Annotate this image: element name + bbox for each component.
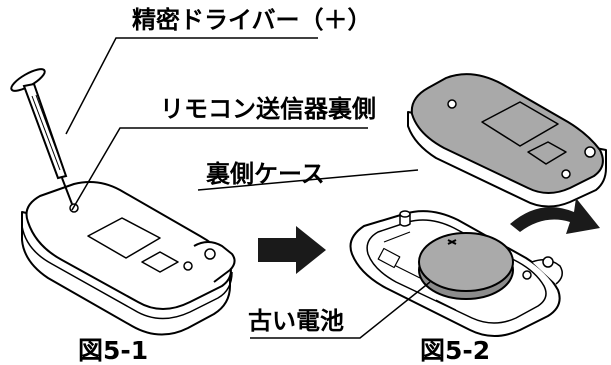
back-case bbox=[407, 73, 607, 208]
label-remote-back: リモコン送信器裏側 bbox=[160, 95, 376, 123]
label-precision-screwdriver: 精密ドライバー（＋） bbox=[132, 6, 372, 34]
label-back-case: 裏側ケース bbox=[206, 160, 325, 188]
figure-caption-5-1: 図5-1 bbox=[78, 336, 149, 365]
remote-closed bbox=[21, 181, 236, 336]
curved-arrow-icon bbox=[510, 198, 600, 234]
leader-lines bbox=[65, 37, 431, 339]
remote-open bbox=[349, 210, 563, 337]
arrow-right-icon bbox=[258, 226, 326, 274]
figure-caption-5-2: 図5-2 bbox=[420, 336, 491, 365]
screwdriver-icon bbox=[10, 68, 73, 205]
label-old-battery: 古い電池 bbox=[248, 307, 344, 335]
